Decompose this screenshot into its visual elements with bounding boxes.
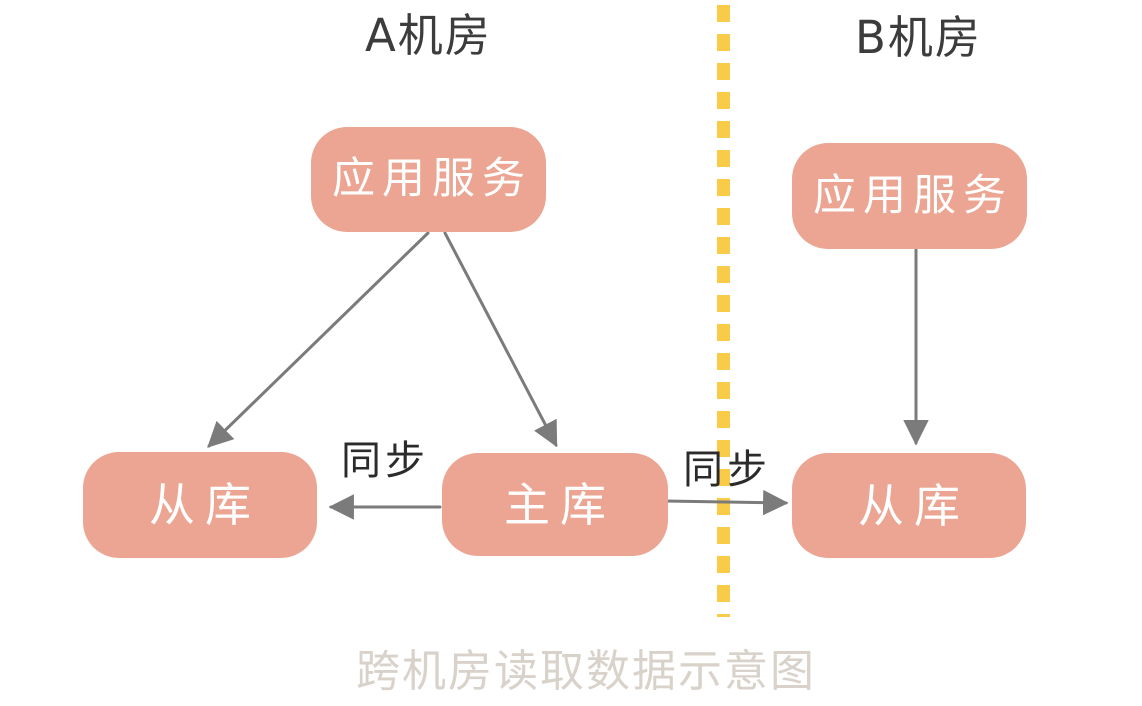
node-master-db: 主库 [442, 453, 668, 556]
arrow-master-to-slave-b [663, 489, 789, 516]
diagram-caption: 跨机房读取数据示意图 [356, 646, 816, 697]
sync-label-right: 同步 [683, 447, 771, 493]
zone-a-label: A机房 [365, 9, 492, 62]
node-app-service-b: 应用服务 [792, 143, 1027, 249]
datacenter-divider-line [717, 5, 730, 617]
node-app-service-a: 应用服务 [311, 127, 546, 232]
sync-label-left: 同步 [341, 438, 429, 484]
zone-b-label: B机房 [855, 11, 982, 64]
arrow-app-a-to-slave-a [207, 231, 430, 448]
arrow-app-a-to-master [443, 231, 558, 448]
node-slave-db-a: 从库 [83, 452, 317, 558]
node-slave-db-b: 从库 [792, 453, 1026, 558]
